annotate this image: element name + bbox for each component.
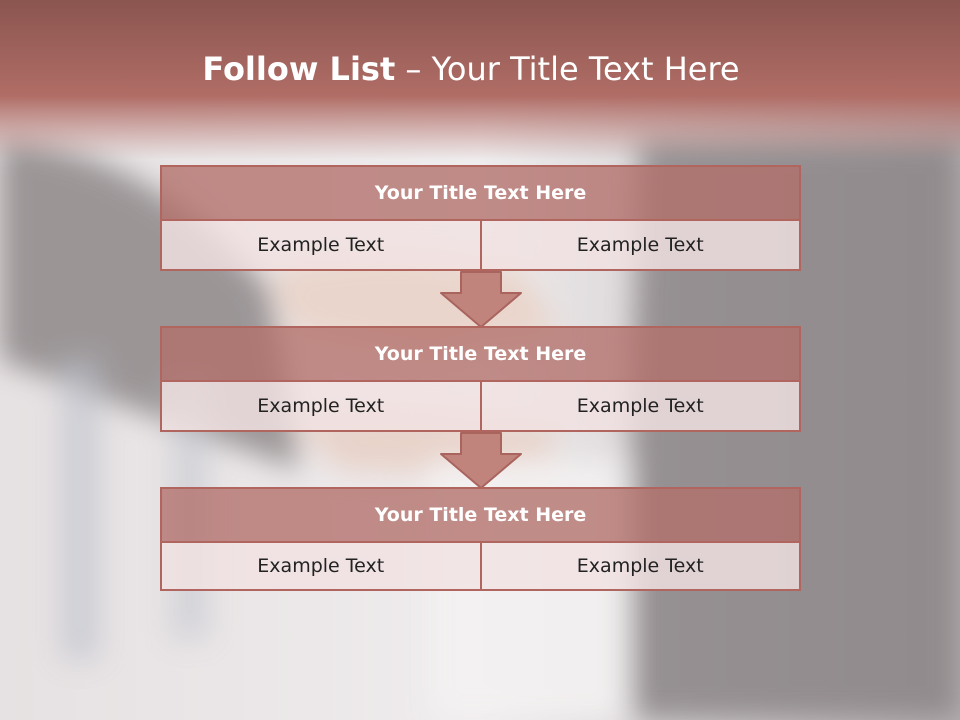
follow-block-3: Your Title Text Here Example Text Exampl…: [160, 487, 801, 591]
block-title: Your Title Text Here: [160, 487, 801, 543]
block-cell-right: Example Text: [481, 382, 801, 432]
block-cell-right: Example Text: [481, 543, 801, 591]
slide-title-rest: – Your Title Text Here: [395, 50, 740, 88]
slide-title-bold: Follow List: [202, 50, 396, 88]
block-cell-right: Example Text: [481, 221, 801, 271]
block-cell-left: Example Text: [160, 382, 482, 432]
slide-title: Follow List – Your Title Text Here: [0, 50, 942, 88]
down-arrow-icon: [440, 271, 522, 328]
follow-block-2: Your Title Text Here Example Text Exampl…: [160, 326, 801, 432]
block-row: Example Text Example Text: [160, 382, 801, 432]
block-row: Example Text Example Text: [160, 221, 801, 271]
block-title: Your Title Text Here: [160, 165, 801, 221]
block-title: Your Title Text Here: [160, 326, 801, 382]
block-cell-left: Example Text: [160, 543, 482, 591]
down-arrow-icon: [440, 432, 522, 489]
block-cell-left: Example Text: [160, 221, 482, 271]
block-row: Example Text Example Text: [160, 543, 801, 591]
follow-block-1: Your Title Text Here Example Text Exampl…: [160, 165, 801, 271]
